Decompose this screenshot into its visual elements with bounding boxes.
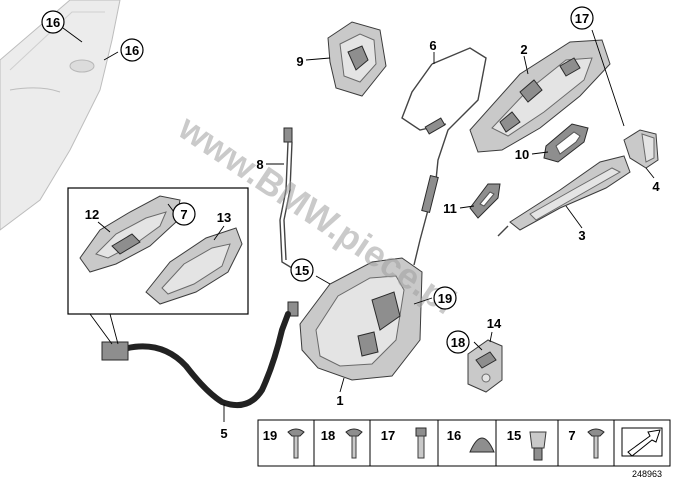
callout-11: 11 [443, 201, 457, 216]
direction-arrow-icon [621, 427, 663, 457]
callout-16a: 16 [46, 15, 60, 30]
part-13-trim [145, 227, 243, 305]
part-11-seal [469, 183, 501, 219]
callout-17-circle [570, 6, 594, 30]
legend-strip: 19 18 17 16 15 7 [257, 419, 671, 467]
watermark-text: www.BMW.piece.pl [171, 106, 464, 322]
part-12-inner-handle [79, 195, 181, 273]
svg-text:17: 17 [381, 428, 395, 443]
catalog-number: 248963 [632, 469, 662, 479]
callouts: 16 16 9 6 2 17 10 4 11 3 8 15 19 14 18 1… [41, 6, 660, 441]
part-6-cable [401, 47, 487, 266]
part-4-cap [623, 129, 659, 169]
svg-text:15: 15 [507, 428, 521, 443]
callout-18: 18 [451, 335, 465, 350]
callout-1: 1 [336, 393, 343, 408]
callout-14: 14 [487, 316, 502, 331]
callout-17: 17 [575, 11, 589, 26]
inset-box [67, 187, 249, 345]
callout-4: 4 [652, 179, 660, 194]
callout-10: 10 [515, 147, 529, 162]
callout-2: 2 [520, 42, 527, 57]
leader-lines [62, 27, 655, 422]
callout-3: 3 [578, 228, 585, 243]
callout-6: 6 [429, 38, 436, 53]
legend-item-16: 16 [447, 428, 495, 453]
part-10-gasket [543, 123, 589, 163]
callout-9: 9 [296, 54, 303, 69]
part-8-rod [279, 127, 293, 269]
callout-19-circle [433, 286, 457, 310]
legend-item-17: 17 [381, 427, 427, 459]
part-9-bracket [327, 21, 387, 97]
svg-text:7: 7 [568, 428, 575, 443]
svg-text:18: 18 [321, 428, 335, 443]
callout-7: 7 [180, 207, 187, 222]
legend-item-18: 18 [321, 428, 363, 459]
part-14-striker [467, 339, 503, 393]
part-5-cable [101, 311, 291, 408]
callout-15-circle [290, 258, 314, 282]
callout-8: 8 [256, 157, 263, 172]
callout-16b: 16 [125, 43, 139, 58]
callout-16b-circle [120, 38, 144, 62]
callout-7-circle [172, 202, 196, 226]
callout-12: 12 [85, 207, 99, 222]
callout-5: 5 [220, 426, 227, 441]
part-3-handle [497, 155, 631, 237]
part-1-lock [287, 257, 423, 381]
callout-15: 15 [295, 263, 309, 278]
svg-text:19: 19 [263, 428, 277, 443]
svg-text:16: 16 [447, 428, 461, 443]
part-2-carrier [469, 39, 611, 153]
callout-13: 13 [217, 210, 231, 225]
legend-item-7: 7 [568, 428, 605, 459]
legend-item-19: 19 [263, 428, 305, 459]
callout-16-circle [41, 10, 65, 34]
legend-item-15: 15 [507, 428, 547, 461]
callout-18-circle [446, 330, 470, 354]
callout-19: 19 [438, 291, 452, 306]
door-outline [0, 0, 121, 231]
